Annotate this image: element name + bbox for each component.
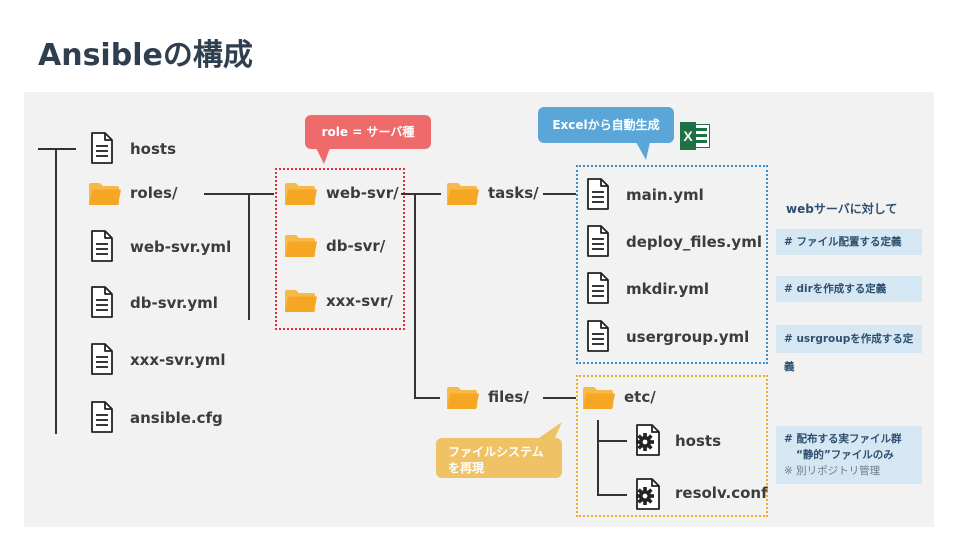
note-files-line2: “静的”ファイルのみ	[796, 449, 894, 461]
folder-icon	[88, 181, 122, 207]
file-icon	[586, 272, 610, 304]
page-title: Ansibleの構成	[38, 38, 253, 73]
folder-icon	[284, 233, 318, 259]
folder-icon	[582, 385, 616, 411]
files-group-box	[576, 375, 768, 517]
file-icon	[586, 178, 610, 210]
filesystem-bubble-line2: を再現	[448, 461, 485, 475]
file-icon	[586, 320, 610, 352]
note-files-line3: ※ 別リポジトリ管理	[784, 465, 881, 477]
tasks-group-box	[576, 165, 768, 364]
web-svr-connector-line	[401, 193, 441, 195]
role-folder-db-svr[interactable]: db-svr/	[326, 237, 386, 255]
roles-connector-line	[204, 193, 274, 195]
note-mkdir: # dirを作成する定義	[776, 276, 922, 302]
root-horizontal-line	[38, 148, 76, 150]
etc-resolv-connector	[597, 494, 627, 496]
etc-hosts-connector	[597, 440, 627, 442]
file-icon	[586, 225, 610, 257]
task-file-deploy[interactable]: deploy_files.yml	[626, 233, 762, 251]
note-deploy: # ファイル配置する定義	[776, 229, 922, 255]
files-to-etc-line	[543, 397, 576, 399]
root-file-xxx-svr-yml[interactable]: xxx-svr.yml	[130, 351, 226, 369]
filesystem-bubble: ファイルシステム を再現	[436, 438, 562, 478]
role-bubble: role = サーバ種	[305, 115, 431, 149]
excel-bubble-tail	[636, 142, 650, 160]
web-svr-vertical-line	[414, 193, 416, 398]
files-hosts[interactable]: hosts	[675, 432, 722, 450]
folder-icon	[446, 385, 480, 411]
files-connector-line	[414, 397, 440, 399]
files-folder[interactable]: files/	[488, 388, 529, 406]
folder-icon	[446, 181, 480, 207]
folder-icon	[284, 288, 318, 314]
tasks-connector-line	[543, 193, 576, 195]
note-usrgroup: # usrgroupを作成する定義	[776, 325, 922, 373]
file-icon	[90, 343, 114, 375]
note-files: # 配布する実ファイル群 “静的”ファイルのみ ※ 別リポジトリ管理	[776, 426, 922, 484]
files-etc-folder[interactable]: etc/	[624, 388, 656, 406]
roles-group-box	[275, 168, 405, 330]
excel-bubble: Excelから自動生成	[538, 107, 674, 143]
role-folder-xxx-svr[interactable]: xxx-svr/	[326, 292, 393, 310]
file-icon	[90, 132, 114, 164]
etc-vertical-line	[597, 420, 599, 495]
note-files-line1: # 配布する実ファイル群	[784, 433, 902, 445]
folder-icon	[284, 181, 318, 207]
filesystem-bubble-line1: ファイルシステム	[448, 445, 544, 459]
root-file-hosts[interactable]: hosts	[130, 140, 177, 158]
tasks-folder[interactable]: tasks/	[488, 184, 539, 202]
roles-vertical-line	[248, 193, 250, 320]
root-vertical-line	[55, 148, 57, 434]
file-icon	[90, 286, 114, 318]
role-folder-web-svr[interactable]: web-svr/	[326, 184, 399, 202]
config-file-icon	[633, 478, 661, 510]
file-icon	[90, 230, 114, 262]
role-bubble-text: role = サーバ種	[321, 125, 415, 139]
role-bubble-tail	[316, 148, 330, 164]
file-icon	[90, 401, 114, 433]
files-resolv-conf[interactable]: resolv.conf	[675, 484, 768, 502]
excel-icon: X	[680, 122, 710, 150]
task-file-mkdir[interactable]: mkdir.yml	[626, 280, 709, 298]
root-file-db-svr-yml[interactable]: db-svr.yml	[130, 294, 218, 312]
root-file-web-svr-yml[interactable]: web-svr.yml	[130, 238, 232, 256]
root-file-ansible-cfg[interactable]: ansible.cfg	[130, 409, 223, 427]
excel-bubble-text: Excelから自動生成	[552, 118, 660, 132]
root-folder-roles[interactable]: roles/	[130, 184, 178, 202]
task-file-main[interactable]: main.yml	[626, 186, 704, 204]
filesystem-bubble-tail	[536, 422, 562, 440]
config-file-icon	[633, 424, 661, 456]
task-file-usergroup[interactable]: usergroup.yml	[626, 328, 750, 346]
notes-heading: webサーバに対して	[786, 202, 898, 216]
